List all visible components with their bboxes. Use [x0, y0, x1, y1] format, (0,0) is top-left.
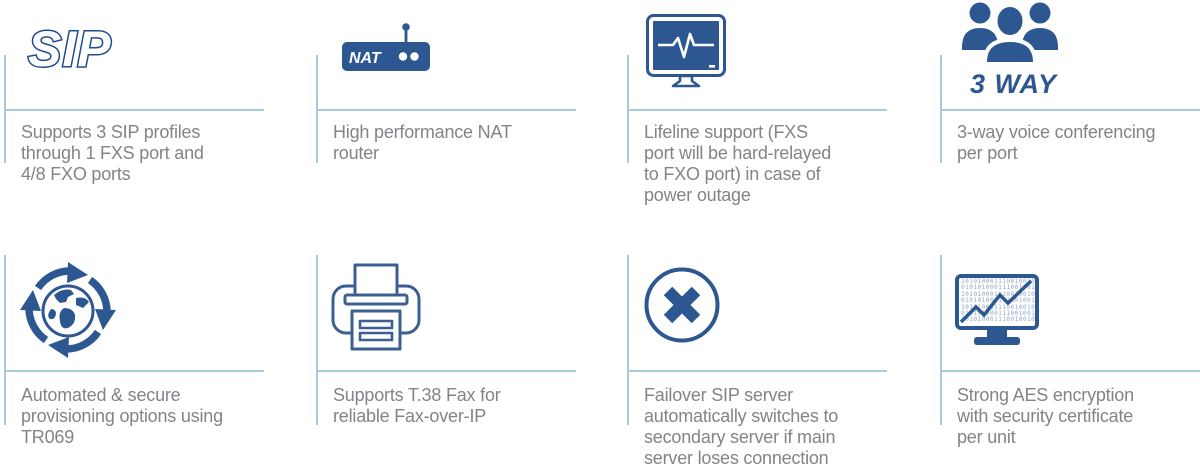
binary-monitor-icon: 101010001110010010 010101000111001001 10…	[955, 274, 1039, 345]
divider-horizontal	[627, 370, 887, 372]
feature-description: Supports 3 SIP profiles through 1 FXS po…	[21, 122, 204, 184]
divider-horizontal	[627, 109, 887, 111]
divider-vertical	[627, 255, 629, 425]
three-way-label: 3 WAY	[970, 69, 1059, 97]
feature-description: Supports T.38 Fax for reliable Fax-over-…	[333, 385, 501, 426]
feature-description: 3-way voice conferencing per port	[957, 122, 1156, 163]
binary-monitor-screen: 101010001110010010 010101000111001001 10…	[955, 274, 1039, 330]
divider-vertical	[4, 255, 6, 425]
sip-logo-text: SIP	[28, 21, 112, 77]
feature-description: High performance NAT router	[333, 122, 512, 163]
nat-label: NAT	[349, 50, 382, 67]
pulse-monitor-icon	[646, 14, 726, 103]
sip-logo-icon: SIP	[25, 20, 120, 83]
failover-cross-icon	[643, 266, 721, 349]
fax-printer-icon	[331, 263, 421, 358]
divider-horizontal	[4, 109, 264, 111]
feature-description: Lifeline support (FXS port will be hard-…	[644, 122, 832, 205]
divider-horizontal	[940, 370, 1200, 372]
globe-sync-icon	[20, 262, 116, 363]
divider-vertical	[316, 255, 318, 425]
trend-line	[959, 279, 1033, 324]
divider-vertical	[940, 255, 942, 425]
nat-router-icon: NAT	[340, 22, 432, 77]
feature-description: Failover SIP server automatically switch…	[644, 385, 839, 468]
three-people-icon: 3 WAY	[958, 0, 1062, 102]
divider-horizontal	[316, 109, 576, 111]
binary-code-text: 101010001110010010 010101000111001001 10…	[961, 278, 1036, 324]
divider-horizontal	[316, 370, 576, 372]
divider-horizontal	[940, 109, 1200, 111]
feature-description: Strong AES encryption with security cert…	[957, 385, 1134, 447]
feature-description: Automated & secure provisioning options …	[21, 385, 223, 447]
divider-horizontal	[4, 370, 264, 372]
monitor-stand-base	[974, 337, 1020, 345]
monitor-stand-neck	[987, 330, 1007, 337]
